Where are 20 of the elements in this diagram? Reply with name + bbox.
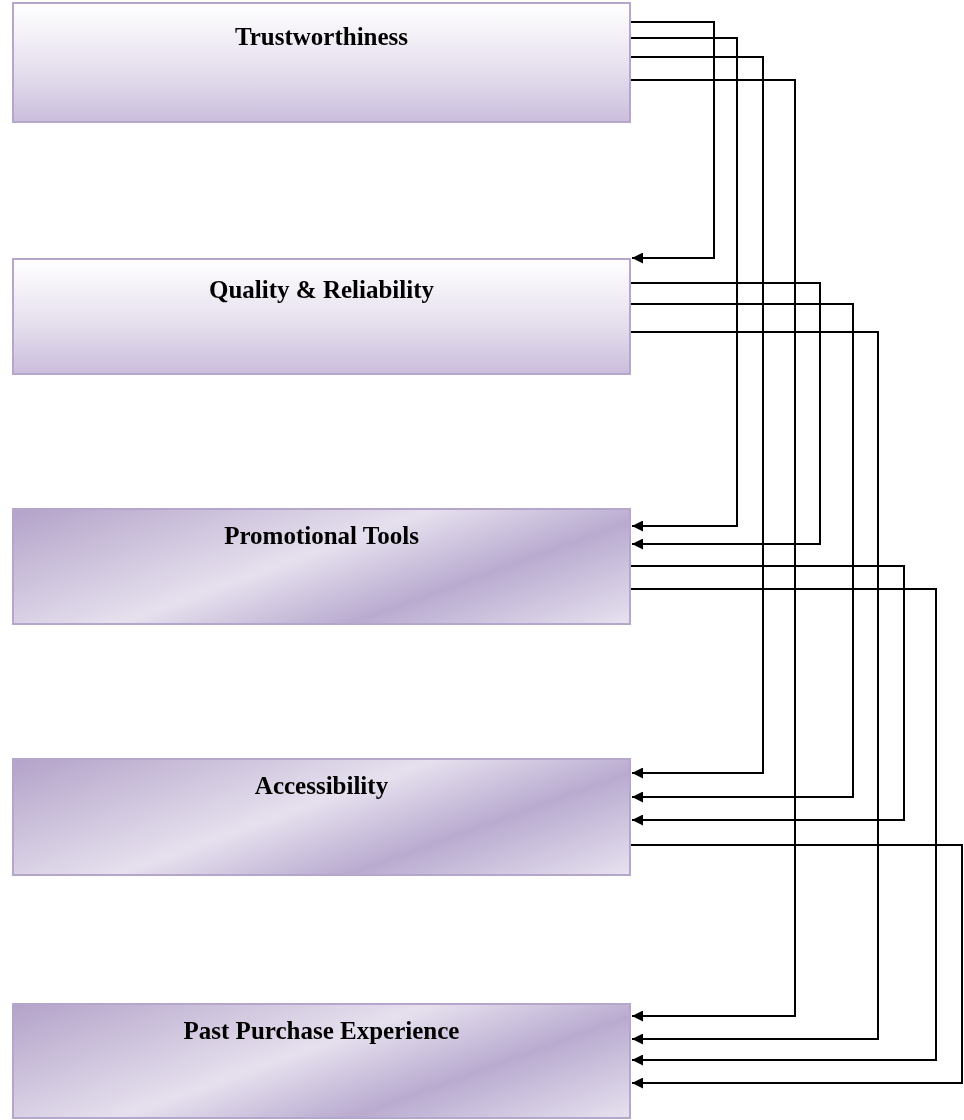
factor-label: Trustworthiness <box>234 23 409 51</box>
factor-label: Accessibility <box>254 772 389 800</box>
connector-arrow <box>630 282 821 550</box>
connector-arrow <box>630 79 796 1022</box>
factor-box <box>12 508 631 625</box>
factor-box <box>12 258 631 375</box>
factor-label: Past Purchase Experience <box>183 1017 460 1045</box>
factor-label: Promotional Tools <box>224 522 419 550</box>
connector-arrow <box>630 37 738 532</box>
factor-label: Quality & Reliability <box>209 276 434 304</box>
connector-arrow <box>630 588 937 1066</box>
connector-arrow <box>630 844 963 1089</box>
connector-arrow <box>630 565 905 826</box>
connector-arrow <box>630 21 715 264</box>
connector-arrow <box>630 56 764 779</box>
factor-box <box>12 1003 631 1119</box>
factor-box <box>12 758 631 876</box>
factor-box <box>12 2 631 123</box>
connector-arrow <box>630 331 879 1045</box>
connector-arrow <box>630 303 854 803</box>
